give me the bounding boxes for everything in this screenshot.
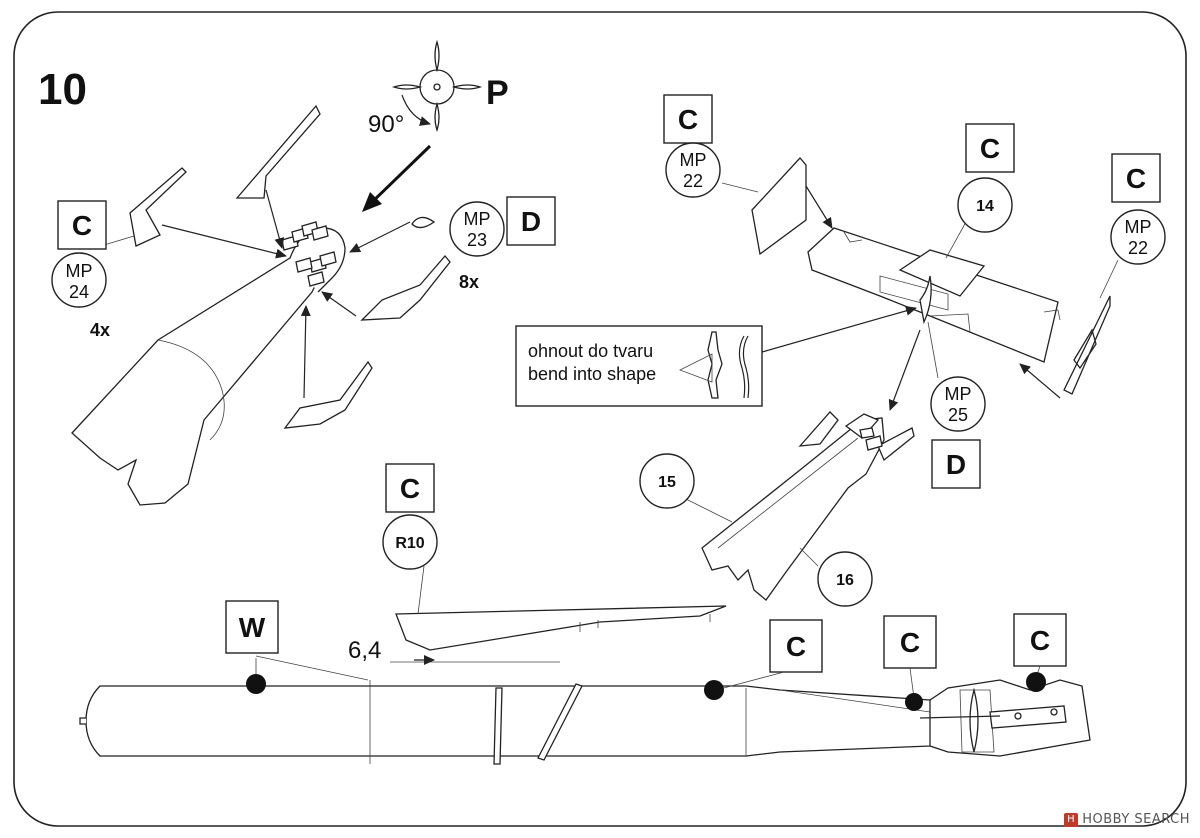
label-c-mp22-right: C — [1111, 153, 1161, 203]
label-c-14: C — [965, 123, 1015, 173]
part-16-badge: 16 — [817, 551, 873, 607]
marker-w — [246, 674, 266, 694]
right-wing-assembly — [807, 227, 1061, 363]
mp22-left-badge: MP 22 — [665, 142, 721, 198]
svg-text:D: D — [946, 449, 966, 480]
part-15-badge: 15 — [639, 453, 695, 509]
sheet-border — [13, 11, 1187, 827]
svg-text:15: 15 — [658, 474, 676, 491]
svg-text:25: 25 — [948, 405, 968, 425]
svg-text:24: 24 — [69, 282, 89, 302]
leader-15 — [683, 497, 733, 523]
mp22-right-plate — [1063, 295, 1111, 395]
svg-text:22: 22 — [1128, 238, 1148, 258]
watermark-text: HOBBY SEARCH — [1082, 812, 1190, 827]
arrow-c-mp24 — [161, 224, 287, 259]
part-14-badge: 14 — [957, 177, 1013, 233]
label-w: W — [225, 600, 279, 654]
dimension-label: 6,4 — [348, 637, 381, 664]
arrow-mp22-left — [805, 185, 833, 229]
callout-line1: ohnout do tvaru — [528, 341, 653, 361]
left-part-upper — [129, 167, 187, 247]
mp23-badge: MP 23 — [449, 201, 505, 257]
leader-c-mid — [715, 671, 785, 691]
svg-text:C: C — [900, 627, 920, 658]
svg-text:MP: MP — [1125, 217, 1152, 237]
svg-text:MP: MP — [464, 209, 491, 229]
propeller-angle: 90° — [368, 111, 404, 138]
arrow-mp22-right — [1019, 363, 1061, 399]
label-c-mp22-left: C — [663, 94, 713, 144]
mp22-right-badge: MP 22 — [1110, 209, 1166, 265]
leader-mp22-right — [1099, 259, 1119, 299]
insert-arrow — [366, 144, 432, 208]
label-d-left: D — [506, 196, 556, 246]
svg-text:R10: R10 — [395, 535, 424, 552]
svg-text:C: C — [72, 210, 92, 241]
svg-text:C: C — [786, 631, 806, 662]
leader-mp25 — [927, 321, 939, 379]
label-c-r10: C — [385, 463, 435, 513]
label-d-right: D — [931, 439, 981, 489]
svg-text:C: C — [1126, 163, 1146, 194]
leader-16 — [799, 547, 819, 567]
svg-text:C: C — [400, 473, 420, 504]
marker-c-mid — [704, 680, 724, 700]
svg-text:C: C — [980, 133, 1000, 164]
part-r10-badge: R10 — [382, 514, 438, 570]
right-fuselage-halves — [701, 411, 915, 601]
mp22-left-plate — [751, 157, 807, 256]
propeller-symbol: 90° P — [368, 39, 509, 138]
label-c-left: C — [57, 200, 107, 250]
svg-text:MP: MP — [680, 150, 707, 170]
mp25-badge: MP 25 — [930, 376, 986, 432]
callout-line2: bend into shape — [528, 364, 656, 384]
svg-text:MP: MP — [66, 261, 93, 281]
svg-text:16: 16 — [836, 572, 854, 589]
arrow-mp23 — [349, 221, 411, 253]
propeller-letter: P — [486, 74, 509, 112]
leader-r10 — [417, 565, 425, 615]
svg-text:D: D — [521, 206, 541, 237]
svg-text:C: C — [1030, 625, 1050, 656]
leader-14 — [945, 221, 967, 259]
label-c-mid: C — [769, 619, 823, 673]
svg-text:23: 23 — [467, 230, 487, 250]
leader-c-tail1 — [909, 667, 915, 699]
arrow-lower-part — [300, 305, 311, 399]
svg-text:C: C — [678, 104, 698, 135]
left-part-lower — [283, 360, 373, 429]
svg-text:MP: MP — [945, 384, 972, 404]
arrow-mp25 — [888, 329, 921, 411]
small-mp23-part — [411, 216, 436, 229]
watermark-logo: H — [1064, 812, 1079, 827]
leader-mp24 — [103, 235, 135, 246]
left-part-right — [360, 254, 451, 321]
left-fuselage — [71, 221, 346, 506]
mp24-badge: MP 24 — [51, 252, 107, 308]
qty-8x: 8x — [459, 272, 479, 292]
r10-part — [395, 605, 727, 651]
arrow-top-part — [265, 189, 285, 249]
label-c-tail2: C — [1013, 613, 1067, 667]
arrow-bend-callout — [761, 305, 917, 353]
left-part-top — [235, 104, 321, 199]
torpedo — [79, 679, 1091, 765]
marker-c-tail2 — [1026, 672, 1046, 692]
svg-text:W: W — [239, 612, 266, 643]
leader-w — [255, 655, 369, 681]
qty-4x: 4x — [90, 320, 110, 340]
bend-callout: ohnout do tvaru bend into shape — [515, 325, 763, 407]
arrow-right-part — [321, 291, 357, 317]
insert-arrow-head — [362, 192, 382, 212]
label-c-tail1: C — [883, 615, 937, 669]
marker-c-tail1 — [905, 693, 923, 711]
leader-mp22-left — [721, 182, 759, 193]
step-number: 10 — [38, 65, 87, 114]
svg-text:22: 22 — [683, 171, 703, 191]
svg-text:14: 14 — [976, 198, 994, 215]
